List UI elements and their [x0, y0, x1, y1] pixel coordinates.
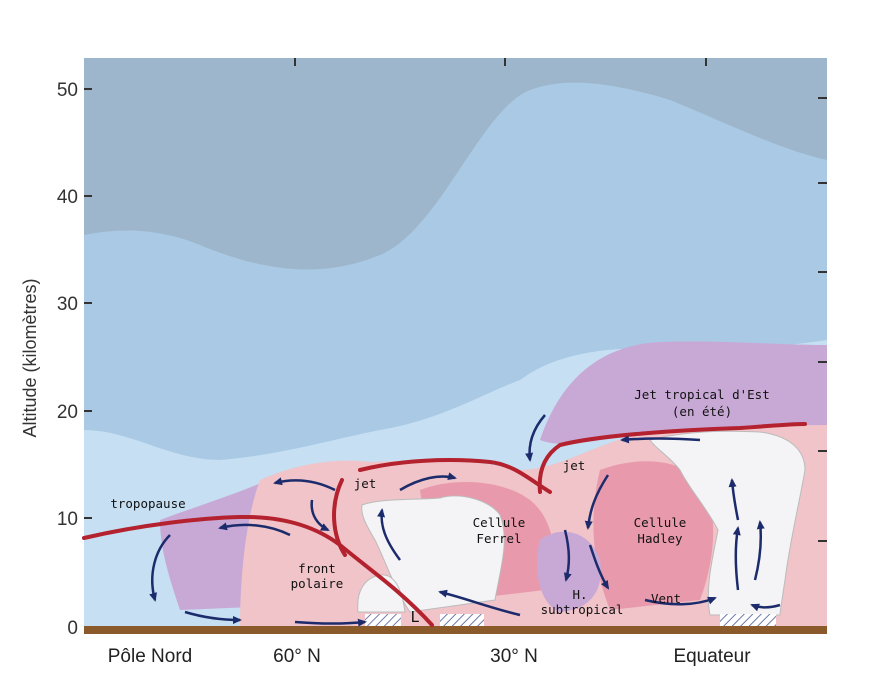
surface-hatch-ferrel — [440, 614, 484, 626]
arrow-polar-top — [218, 522, 291, 537]
x-label-30n: 30° N — [490, 646, 538, 667]
annotations: tropopause jet jet front polaire Cellule… — [110, 387, 769, 626]
label-tropical-jet-1: Jet tropical d'Est — [634, 387, 769, 402]
label-polar-jet: jet — [354, 476, 377, 491]
y-tick-label: 10 — [57, 509, 78, 530]
front-cloud — [361, 495, 505, 613]
label-ferrel-2: Ferrel — [476, 531, 521, 546]
circulation-arrows — [149, 414, 781, 627]
arrow-hadley-rise-1 — [732, 526, 741, 591]
surface-hatch-polar — [365, 614, 401, 626]
arrow-ferrel-surface — [438, 589, 521, 617]
arrow-tropopause-descent — [149, 534, 171, 602]
surface-hatch-equator — [720, 614, 776, 626]
label-tropopause: tropopause — [110, 496, 185, 511]
tropical-cloud — [649, 430, 806, 616]
label-subtropical-jet: jet — [563, 458, 586, 473]
label-low: L — [410, 608, 419, 626]
polar-front-line — [332, 478, 347, 557]
arrow-descent-30 — [525, 414, 546, 462]
y-tick-label: 40 — [57, 187, 78, 208]
label-wind: Vent — [651, 591, 681, 606]
arrow-hadley-rise-3 — [753, 520, 765, 581]
axis-ticks — [84, 58, 827, 542]
label-high-2: subtropical — [541, 602, 624, 617]
arrow-hadley-rise-2 — [728, 478, 740, 521]
plot-area — [84, 58, 827, 628]
upper-stratosphere-region — [84, 58, 827, 270]
arrow-hadley-descent-2 — [588, 544, 610, 590]
lavender-region — [540, 341, 827, 444]
x-label-60n: 60° N — [273, 646, 321, 667]
y-axis: 0 10 20 30 40 50 Altitude (kilomètres) — [20, 80, 78, 639]
label-front-1: front — [298, 561, 336, 576]
arrow-hadley-rise-4 — [750, 603, 781, 612]
x-axis: Pôle Nord 60° N 30° N Equateur — [108, 646, 751, 667]
arrow-jet-right — [399, 472, 457, 492]
y-axis-title: Altitude (kilomètres) — [20, 278, 40, 437]
y-tick-label: 50 — [57, 80, 78, 101]
arrow-front-surface — [294, 618, 367, 627]
arrow-hadley-descent — [584, 474, 610, 530]
tropopause-lines — [82, 422, 807, 627]
hadley-cell-region — [593, 461, 714, 610]
label-front-2: polaire — [291, 576, 344, 591]
arrow-polar-surface — [184, 610, 242, 624]
x-label-equator: Equateur — [673, 646, 751, 667]
label-hadley-2: Hadley — [637, 531, 683, 546]
x-label-pole: Pôle Nord — [108, 646, 193, 667]
label-ferrel-1: Cellule — [473, 515, 526, 530]
tropopause-subtropical-line — [537, 422, 807, 494]
label-hadley-1: Cellule — [634, 515, 687, 530]
arrow-jet-left — [273, 477, 336, 492]
tropopause-polar-line — [82, 514, 434, 627]
arrow-jet-down — [310, 499, 330, 532]
y-tick-label: 0 — [67, 618, 78, 639]
y-tick-label: 20 — [57, 402, 78, 423]
ground-strip — [84, 626, 827, 634]
y-tick-label: 30 — [57, 294, 78, 315]
arrow-ferrel-descent — [563, 529, 572, 582]
arrow-trade-wind — [644, 596, 717, 606]
label-high-1: H. — [572, 587, 587, 602]
tropopause-mid-line — [358, 458, 552, 494]
arrow-front-rise — [377, 508, 402, 561]
label-tropical-jet-2: (en été) — [672, 404, 732, 419]
arrow-tropical-top — [620, 435, 701, 444]
